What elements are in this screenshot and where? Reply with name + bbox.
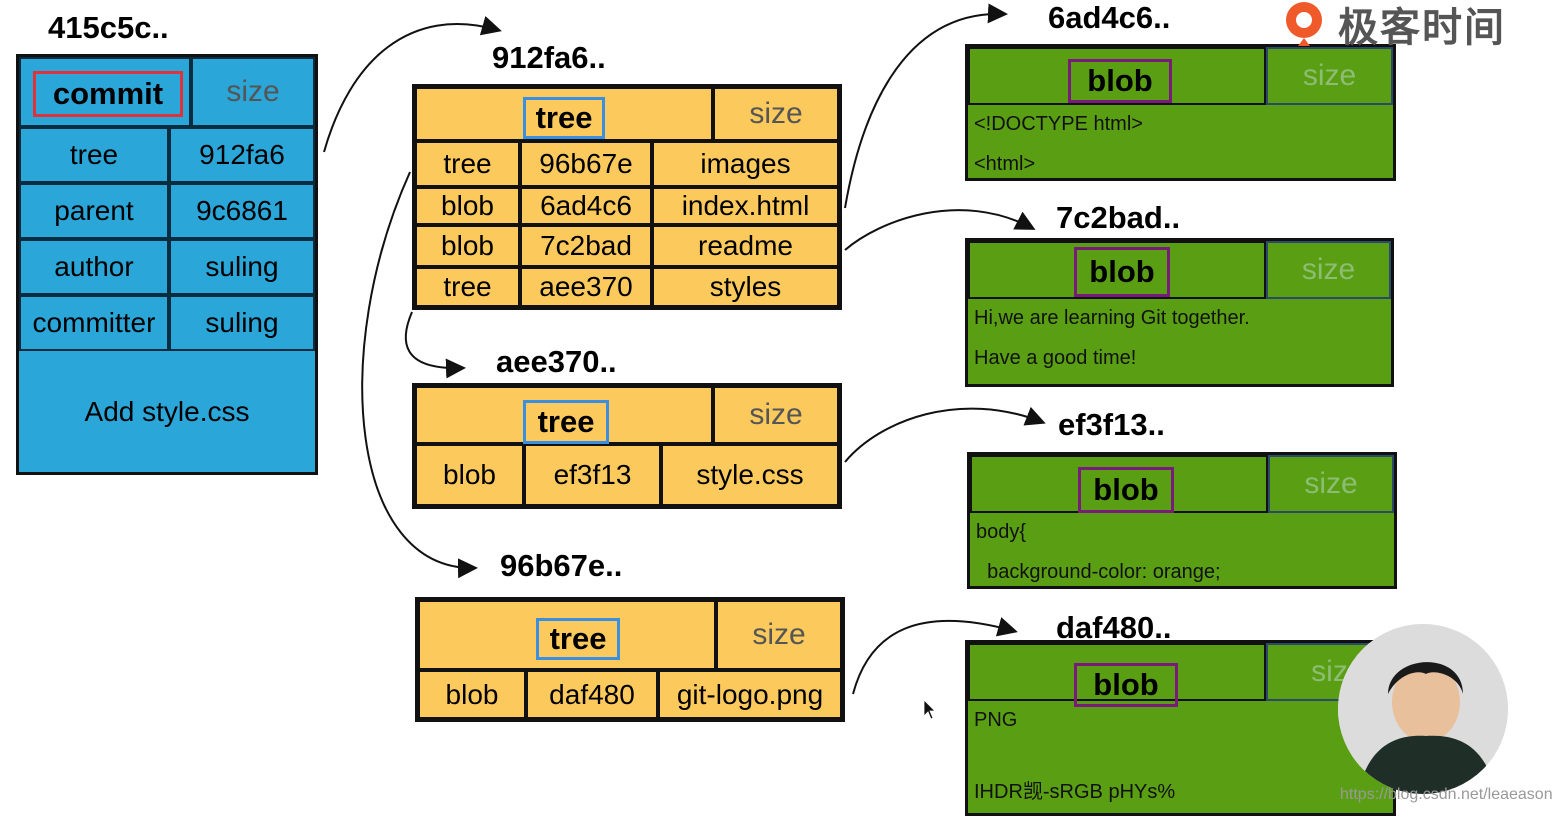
commit-row-value: suling	[169, 295, 315, 351]
tree-entry-type: tree	[415, 267, 520, 307]
tree-entry-hash: 6ad4c6	[520, 187, 652, 225]
tree-entry-hash: daf480	[526, 670, 658, 719]
tree-entry-hash: aee370	[520, 267, 652, 307]
tree-entry-name: styles	[652, 267, 839, 307]
tree-entry-type: blob	[415, 444, 524, 506]
blob-content-line: PNG	[974, 709, 1018, 731]
blob-size-cell: size	[1266, 241, 1391, 299]
tree-type-label: tree	[536, 618, 620, 660]
blob-type-label: blob	[1068, 59, 1172, 103]
tree-images-object: tree size blob daf480 git-logo.png	[415, 597, 845, 722]
commit-row-key: parent	[19, 183, 169, 239]
blob-content-line: <!DOCTYPE html>	[974, 113, 1143, 135]
blob-type-cell	[968, 47, 1266, 105]
tree-entry-type: blob	[415, 187, 520, 225]
blob-type-label: blob	[1074, 663, 1178, 707]
blob-hash: 7c2bad..	[1056, 200, 1181, 235]
blob-type-cell	[968, 241, 1266, 299]
tree-type-label: tree	[523, 400, 609, 444]
commit-row-value: suling	[169, 239, 315, 295]
brand-logo-text: 极客时间	[1338, 6, 1506, 50]
brand-logo-icon	[1286, 2, 1322, 46]
tree-entry-type: blob	[418, 670, 526, 719]
tree-root-hash: 912fa6..	[492, 40, 606, 75]
arrow-tree-to-blob-7c2bad	[844, 209, 1036, 251]
tree-images-hash: 96b67e..	[500, 548, 623, 583]
arrow-images-to-blob	[852, 617, 1018, 695]
brand-logo: 极客时间	[1280, 0, 1520, 50]
commit-size-cell: size	[191, 57, 315, 127]
commit-object: commit size tree 912fa6 parent 9c6861 au…	[16, 54, 318, 475]
tree-entry-hash: ef3f13	[524, 444, 661, 506]
commit-row-value: 912fa6	[169, 127, 315, 183]
blob-object: blob size body{ background-color: orange…	[967, 452, 1397, 589]
tree-entry-hash: 7c2bad	[520, 225, 652, 267]
commit-type-label: commit	[33, 71, 183, 117]
blob-content-line: IHDR觊-sRGB pHYs%	[974, 781, 1176, 803]
arrow-tree-to-blob-6ad4c6	[844, 3, 1008, 209]
presenter-video-avatar	[1338, 624, 1508, 794]
blob-type-label: blob	[1074, 247, 1170, 297]
tree-root-object: tree size tree 96b67e images blob 6ad4c6…	[412, 84, 842, 310]
commit-row-key: committer	[19, 295, 169, 351]
blob-type-cell	[968, 643, 1266, 701]
blob-content-line: background-color: orange;	[976, 561, 1221, 583]
arrow-tree-to-styles	[404, 311, 466, 379]
tree-entry-name: readme	[652, 225, 839, 267]
arrow-styles-to-blob	[844, 406, 1046, 463]
blob-type-label: blob	[1078, 467, 1174, 513]
tree-entry-name: index.html	[652, 187, 839, 225]
blob-content-line: Hi,we are learning Git together.	[974, 307, 1250, 329]
blob-content-line: body{	[976, 521, 1027, 543]
commit-row-value: 9c6861	[169, 183, 315, 239]
blob-size-cell: size	[1266, 47, 1393, 105]
commit-row-key: tree	[19, 127, 169, 183]
presenter-icon	[1338, 624, 1508, 794]
blob-size-cell: size	[1268, 455, 1394, 513]
tree-entry-type: blob	[415, 225, 520, 267]
commit-row-key: author	[19, 239, 169, 295]
blob-object: blob size <!DOCTYPE html> <html>	[965, 44, 1396, 181]
tree-entry-name: images	[652, 141, 839, 187]
blob-hash: daf480..	[1056, 610, 1172, 645]
commit-message: Add style.css	[84, 395, 250, 427]
tree-entry-hash: 96b67e	[520, 141, 652, 187]
watermark-url: https://blog.csdn.net/leaeason	[1340, 786, 1553, 803]
tree-entry-name: style.css	[661, 444, 839, 506]
tree-styles-object: tree size blob ef3f13 style.css	[412, 383, 842, 509]
commit-hash: 415c5c..	[48, 10, 169, 45]
blob-hash: ef3f13..	[1058, 407, 1165, 442]
tree-type-label: tree	[523, 97, 605, 139]
tree-size-cell: size	[713, 87, 839, 141]
tree-size-cell: size	[713, 386, 839, 444]
tree-type-cell	[415, 87, 713, 141]
blob-content-line: Have a good time!	[974, 347, 1137, 369]
tree-size-cell: size	[716, 600, 842, 670]
commit-type-cell	[19, 57, 191, 127]
blob-object: blob siz PNG IHDR觊-sRGB pHYs%	[965, 640, 1396, 816]
arrow-tree-to-images	[361, 171, 478, 579]
mouse-cursor-icon	[923, 699, 936, 720]
tree-type-cell	[418, 600, 716, 670]
blob-object: blob size Hi,we are learning Git togethe…	[965, 238, 1394, 387]
tree-entry-type: tree	[415, 141, 520, 187]
blob-hash: 6ad4c6..	[1048, 0, 1171, 35]
tree-entry-name: git-logo.png	[658, 670, 842, 719]
tree-styles-hash: aee370..	[496, 344, 617, 379]
arrow-commit-to-tree	[323, 16, 502, 153]
blob-content-line: <html>	[974, 153, 1036, 175]
